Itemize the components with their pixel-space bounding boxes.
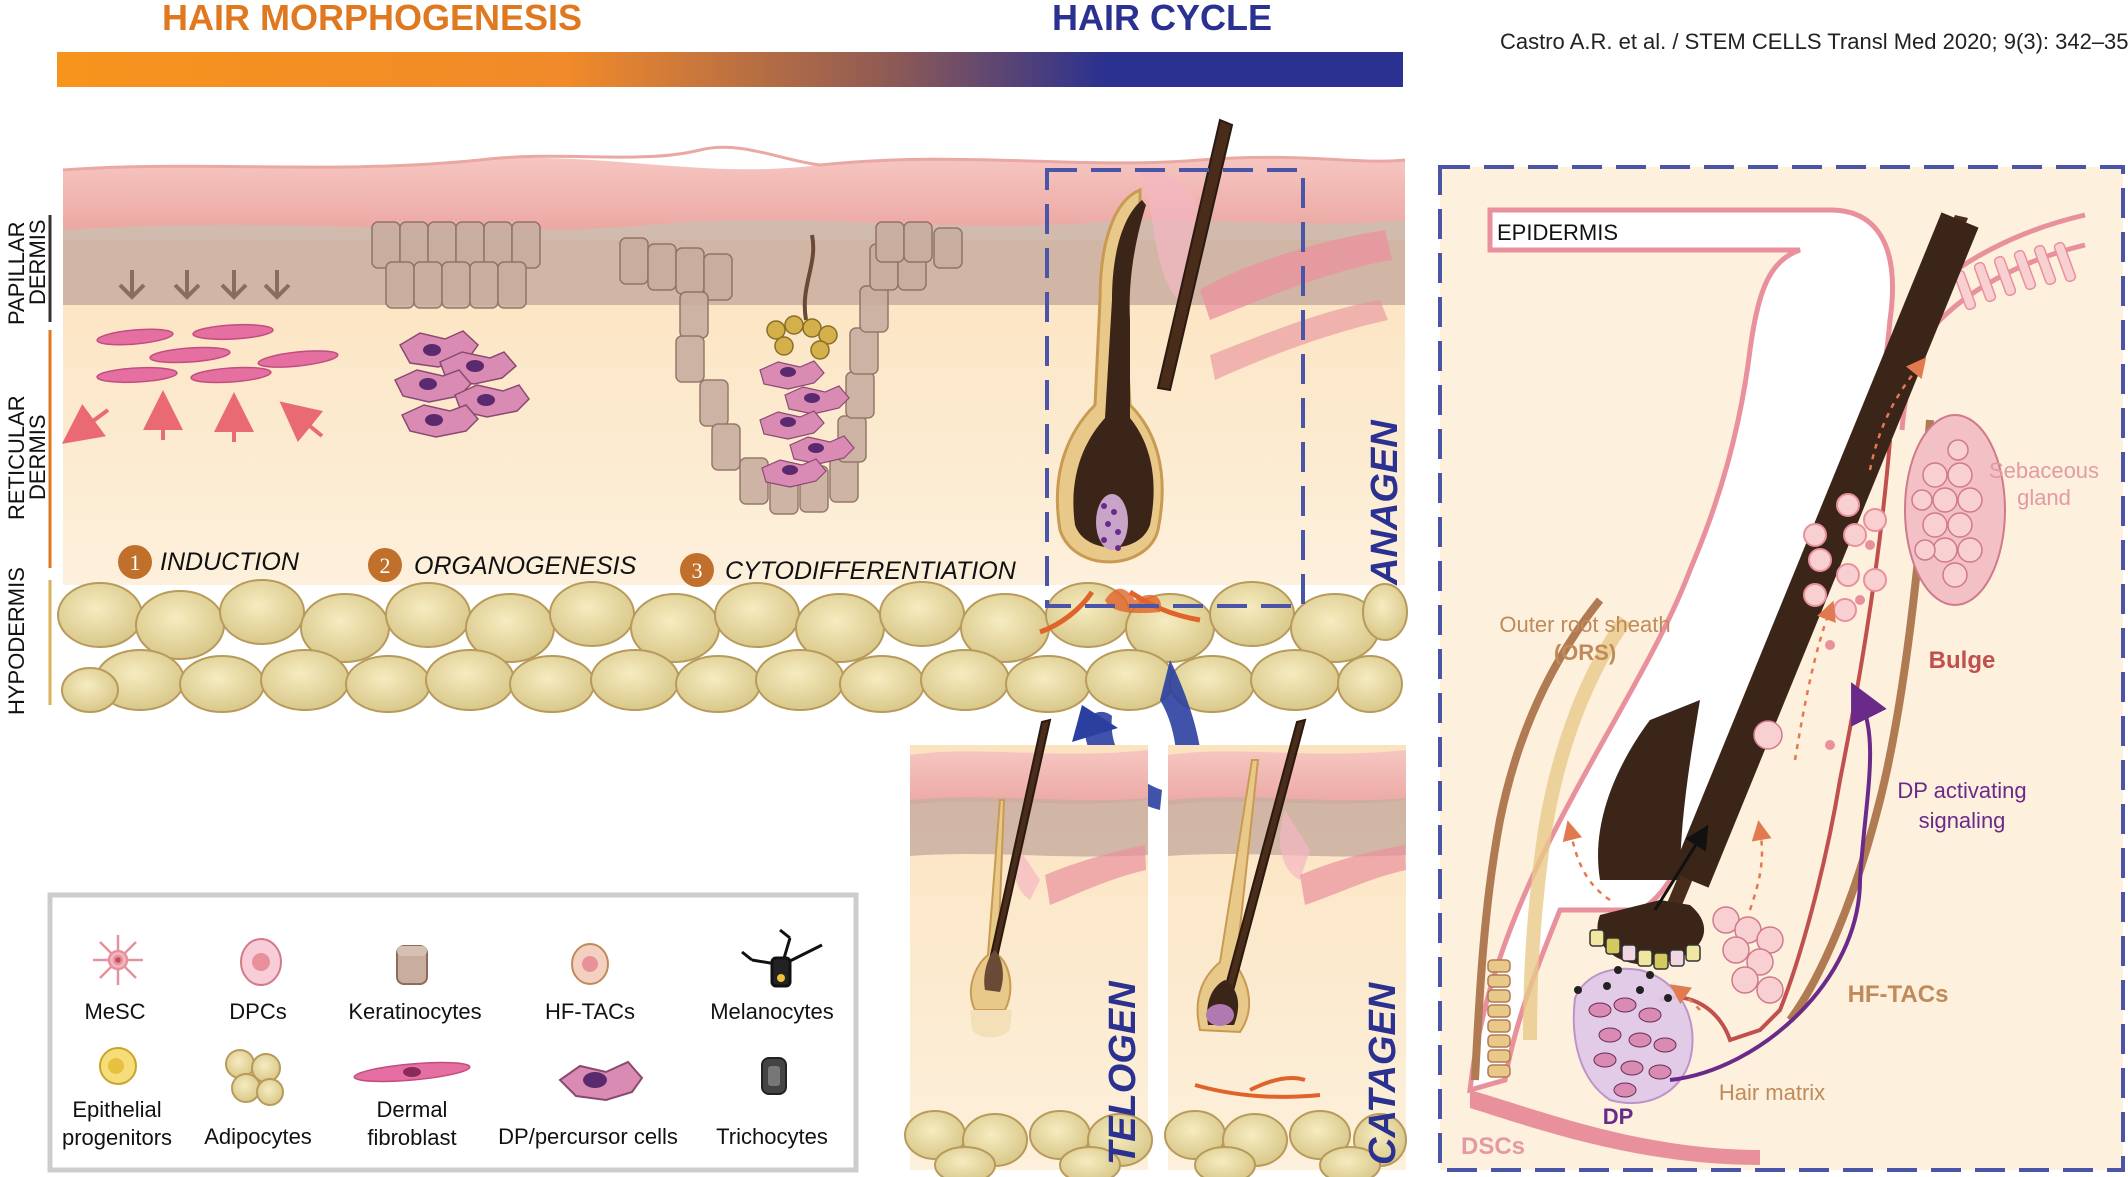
label-telogen: TELOGEN (1102, 980, 1144, 1165)
anagen-highlight-box (1045, 168, 1305, 608)
label-epidermis: EPIDERMIS (1497, 220, 1618, 245)
melanocyte-icon (741, 928, 823, 988)
label-anagen: ANAGEN (1364, 419, 1406, 586)
legend-box (47, 892, 859, 1173)
citation: Castro A.R. et al. / STEM CELLS Transl M… (1500, 29, 2128, 54)
legend-label-hf-tacs: HF-TACs (545, 999, 635, 1024)
hypodermis-adipocytes (57, 579, 1408, 713)
legend-label-epithelial-2: progenitors (62, 1125, 172, 1150)
label-ors-1: Outer root sheath (1499, 612, 1670, 637)
label-ors-2: (ORS) (1554, 640, 1616, 665)
legend-label-dp-precursor: DP/percursor cells (498, 1124, 678, 1149)
legend-label-mesc: MeSC (84, 999, 145, 1024)
progress-gradient-bar (57, 52, 1403, 87)
dermal-fibroblast-icon (353, 1061, 471, 1083)
title-morphogenesis: HAIR MORPHOGENESIS (162, 0, 582, 38)
stage-number-1: 1 (130, 550, 141, 575)
stage-badges (118, 545, 714, 587)
label-papillar-1: PAPILLAR (4, 221, 29, 325)
title-hair-cycle: HAIR CYCLE (1052, 0, 1272, 38)
stage-number-2: 2 (380, 553, 391, 578)
dp-precursor-icon (558, 1060, 644, 1102)
label-hf-tacs: HF-TACs (1848, 981, 1949, 1008)
label-dscs: DSCs (1461, 1133, 1525, 1160)
label-reticular-1: RETICULAR (4, 395, 29, 520)
label-dp-signal-1: DP activating (1897, 778, 2026, 803)
epithelial-progenitor-icon (99, 1047, 137, 1085)
stage-label-organogenesis: ORGANOGENESIS (414, 552, 637, 580)
anagen-follicle (1039, 118, 1392, 635)
legend-label-trichocytes: Trichocytes (716, 1124, 828, 1149)
telogen-panel (904, 718, 1153, 1177)
label-bulge: Bulge (1929, 647, 1996, 674)
label-dp: DP (1603, 1104, 1634, 1129)
catagen-panel (1164, 718, 1407, 1177)
label-hypodermis: HYPODERMIS (4, 567, 29, 715)
legend-label-epithelial-1: Epithelial (72, 1097, 161, 1122)
label-dp-signal-2: signaling (1919, 808, 2006, 833)
induction-stage (61, 270, 339, 444)
legend-label-adipocytes: Adipocytes (204, 1124, 312, 1149)
label-sebaceous-2: gland (2017, 485, 2071, 510)
stage-number-3: 3 (692, 558, 703, 583)
keratinocyte-icon (396, 945, 428, 985)
legend-label-keratinocytes: Keratinocytes (348, 999, 481, 1024)
detail-panel-border (1438, 165, 2125, 1172)
adipocyte-icon (225, 1049, 284, 1106)
stage-label-cytodifferentiation: CYTODIFFERENTIATION (725, 557, 1017, 585)
label-reticular-2: DERMIS (25, 414, 50, 500)
organogenesis-stage (371, 221, 541, 438)
label-catagen: CATAGEN (1362, 981, 1404, 1165)
trichocyte-icon (761, 1057, 787, 1095)
legend-label-dpcs: DPCs (229, 999, 286, 1024)
detail-panel (1440, 167, 2123, 1170)
label-papillar-2: DERMIS (25, 219, 50, 305)
legend-icons (93, 928, 823, 1106)
cytodifferentiation-stage (619, 221, 963, 515)
label-sebaceous-1: Sebaceous (1989, 458, 2099, 483)
legend-label-melanocytes: Melanocytes (710, 999, 834, 1024)
dpc-icon (240, 938, 282, 986)
mesc-icon (93, 935, 143, 985)
legend-label-fibroblast-2: fibroblast (367, 1125, 456, 1150)
hf-tac-icon (571, 943, 609, 985)
legend-label-fibroblast-1: Dermal (377, 1097, 448, 1122)
stage-label-induction: INDUCTION (160, 548, 300, 576)
label-hair-matrix: Hair matrix (1719, 1080, 1825, 1105)
